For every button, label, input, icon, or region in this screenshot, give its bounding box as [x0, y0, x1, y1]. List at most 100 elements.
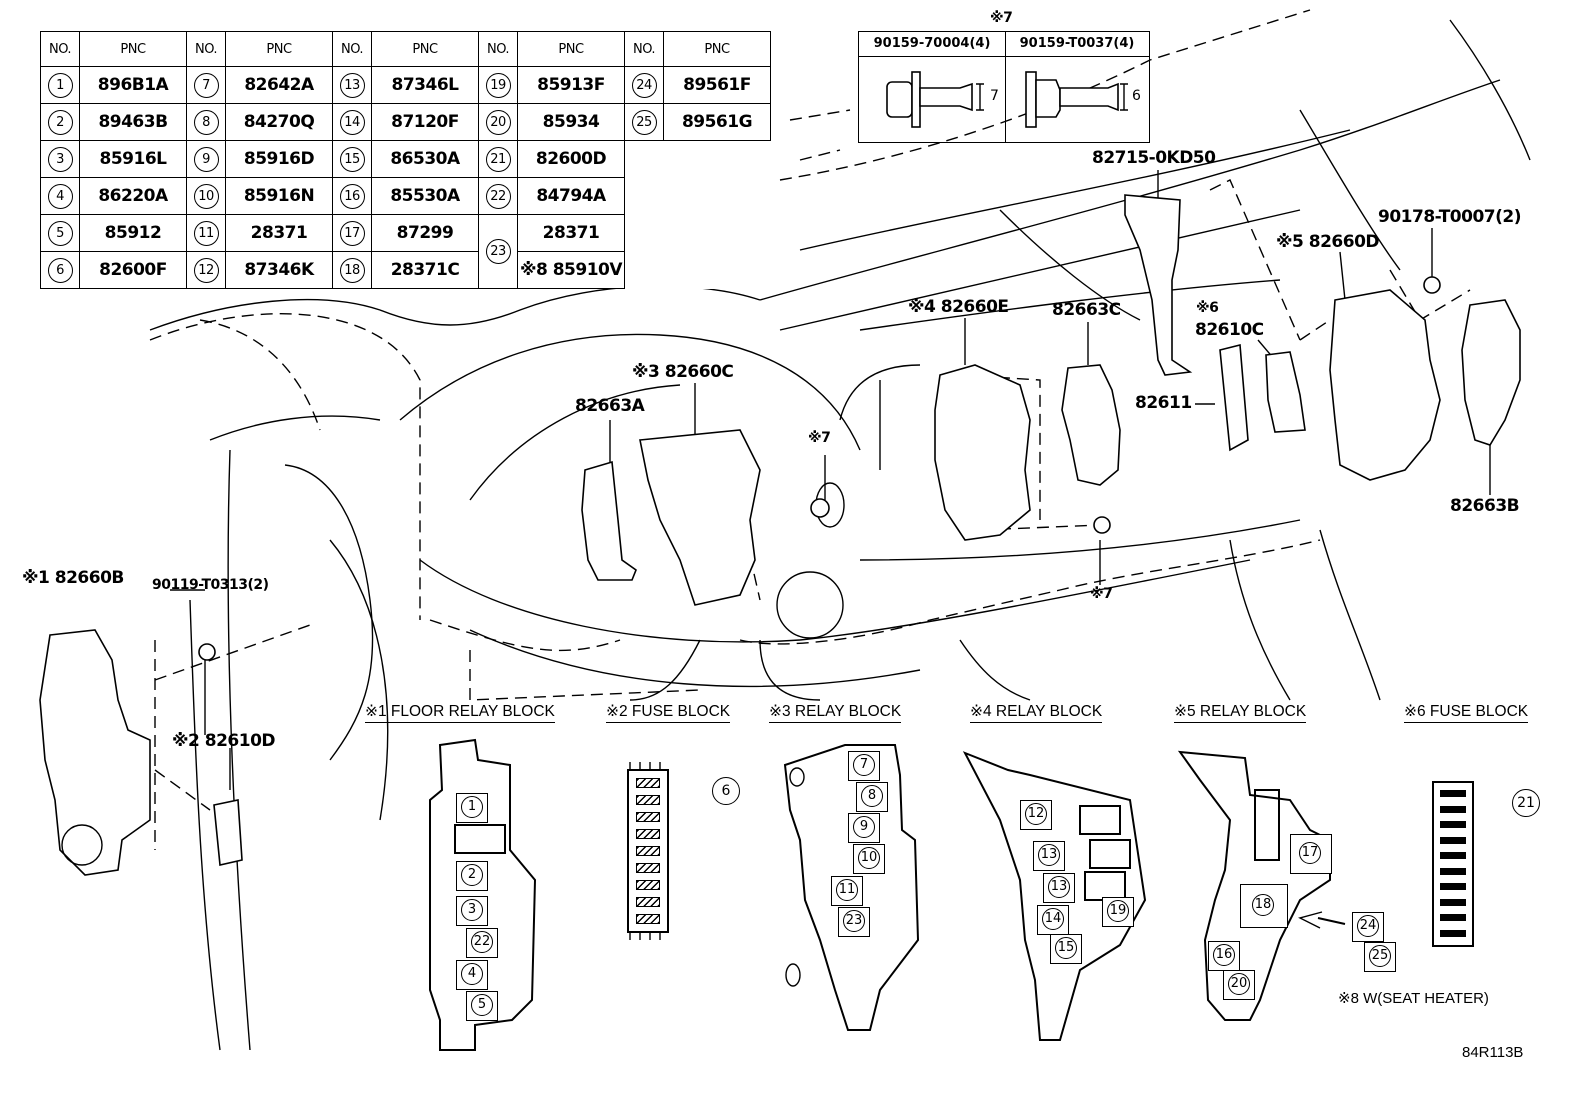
position-box: 1 [456, 793, 488, 823]
empty-cell [664, 252, 771, 289]
position-number: 2 [461, 864, 483, 886]
block-heading-6: ※6 FUSE BLOCK [1404, 702, 1529, 723]
item-number: 12 [193, 257, 219, 283]
fastener-right-drawing [1025, 71, 1128, 128]
block-heading-1: ※1 FLOOR RELAY BLOCK [365, 702, 555, 723]
item-number: 10 [193, 183, 219, 209]
fuse-slot [1440, 898, 1466, 906]
pnc-table: NO. PNC NO. PNC NO. PNC NO. PNC NO. PNC … [40, 31, 771, 289]
header-pnc: PNC [79, 31, 187, 67]
position-box: 19 [1102, 897, 1134, 927]
pnc-number-cell: 19 [478, 66, 518, 104]
position-box: 13 [1033, 841, 1065, 871]
fastener-spec-box: 90159-70004(4) 90159-T0037(4) 7 6 [858, 31, 1150, 143]
position-box: 3 [456, 896, 488, 926]
fuse-block-2-callout: 6 [712, 777, 740, 805]
empty-cell [664, 141, 771, 178]
fuse-slot [1440, 821, 1466, 828]
pnc-number-cell: 18 [332, 251, 372, 289]
empty-cell [664, 178, 771, 215]
item-number: 1 [47, 72, 73, 98]
label-82660e: ※4 82660E [908, 297, 1009, 317]
pnc-number-cell: 1 [40, 66, 80, 104]
position-number: 12 [1025, 803, 1047, 825]
fuse-slot [1440, 929, 1466, 937]
item-number: 19 [485, 72, 511, 98]
pnc-number-cell: 10 [186, 177, 226, 215]
pnc-code-cell: 87299 [371, 214, 479, 252]
header-no: NO. [332, 31, 372, 67]
position-number: 10 [858, 847, 880, 869]
position-number: 13 [1048, 876, 1070, 898]
position-number: 19 [1107, 900, 1129, 922]
item-number: 6 [47, 257, 73, 283]
position-number: 20 [1228, 973, 1250, 995]
label-82663a: 82663A [575, 396, 645, 416]
label-82660d: ※5 82660D [1276, 232, 1380, 252]
header-no: NO. [624, 31, 664, 67]
position-number: 4 [461, 963, 483, 985]
pnc-code-cell: 86220A [79, 177, 187, 215]
pnc-code-cell: 28371 [225, 214, 333, 252]
item-number: 2 [47, 109, 73, 135]
position-box: 7 [848, 751, 880, 781]
position-number: 5 [471, 994, 493, 1016]
position-number: 25 [1369, 945, 1391, 967]
position-box: 25 [1364, 942, 1396, 972]
header-pnc: PNC [663, 31, 771, 67]
fastener-left-part: 90159-70004(4) [859, 32, 1005, 57]
pnc-code-cell: 85530A [371, 177, 479, 215]
label-star7-a: ※7 [808, 430, 831, 446]
position-number: 9 [853, 816, 875, 838]
label-82660b: ※1 82660B [22, 568, 124, 588]
item-number: 4 [47, 183, 73, 209]
position-box: 16 [1208, 941, 1240, 971]
pnc-number-cell: 15 [332, 140, 372, 178]
pnc-number-cell: 21 [478, 140, 518, 178]
position-box: 4 [456, 960, 488, 990]
header-pnc: PNC [225, 31, 333, 67]
pnc-number-cell: 6 [40, 251, 80, 289]
pnc-number-cell: 11 [186, 214, 226, 252]
label-82611: 82611 [1135, 393, 1192, 413]
position-box: 13 [1043, 873, 1075, 903]
pnc-number-cell: 25 [624, 103, 664, 141]
position-number: 24 [1357, 915, 1379, 937]
pnc-code-cell: 89561G [663, 103, 771, 141]
pnc-code-cell: 87120F [371, 103, 479, 141]
fuse-slot [636, 846, 660, 856]
empty-cell [625, 178, 664, 215]
item-number: 16 [339, 183, 365, 209]
pnc-number-cell: 12 [186, 251, 226, 289]
label-82660c: ※3 82660C [632, 362, 734, 382]
pnc-code-cell: 89561F [663, 66, 771, 104]
pnc-code-cell: 85916N [225, 177, 333, 215]
pnc-number-cell: 22 [478, 177, 518, 215]
pnc-number-cell: 23 [478, 214, 518, 289]
pnc-number-cell: 24 [624, 66, 664, 104]
position-box: 20 [1223, 970, 1255, 1000]
position-box: 14 [1037, 905, 1069, 935]
label-82610c: 82610C [1195, 320, 1264, 340]
label-90178-t0007: 90178-T0007(2) [1378, 207, 1521, 227]
label-90119-t0313: 90119-T0313(2) [152, 577, 269, 593]
fastener-right-part: 90159-T0037(4) [1005, 32, 1149, 57]
position-box: 15 [1050, 934, 1082, 964]
fuse-slot [1440, 883, 1466, 890]
empty-cell [664, 215, 771, 252]
item-number: 18 [339, 257, 365, 283]
pnc-number-cell: 7 [186, 66, 226, 104]
pnc-number-cell: 13 [332, 66, 372, 104]
fuse-slot [636, 812, 660, 822]
header-no: NO. [186, 31, 226, 67]
item-number: 9 [193, 146, 219, 172]
pnc-code-cell: 85916D [225, 140, 333, 178]
position-box: 8 [856, 782, 888, 812]
position-box: 10 [853, 844, 885, 874]
fuse-slot [636, 897, 660, 907]
